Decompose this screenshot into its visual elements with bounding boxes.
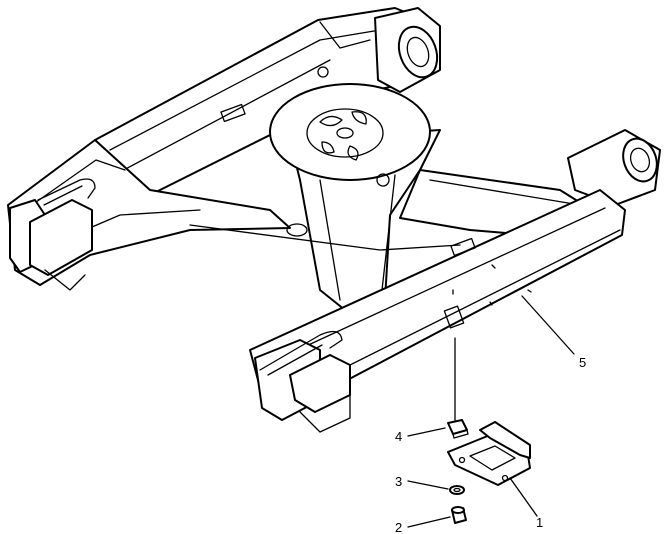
leader-2 xyxy=(407,516,451,528)
leader-5 xyxy=(521,295,575,355)
turntable-plate xyxy=(269,83,431,181)
leader-lines xyxy=(407,295,575,528)
part-3-washer xyxy=(449,485,465,495)
callout-5: 5 xyxy=(579,355,586,370)
callout-2: 2 xyxy=(395,520,402,534)
front-beam xyxy=(189,189,626,406)
left-arm xyxy=(7,139,291,291)
track-frame xyxy=(7,7,661,433)
rear-arm xyxy=(94,7,441,196)
part-4-plate xyxy=(447,419,469,439)
part-2-bolt xyxy=(451,506,467,524)
callout-1: 1 xyxy=(536,515,543,530)
part-1-guard xyxy=(447,421,531,486)
front-beam-end xyxy=(254,330,351,433)
leader-1 xyxy=(509,477,538,517)
callout-3: 3 xyxy=(395,474,402,489)
leader-3 xyxy=(407,480,449,490)
callout-labels: 4 3 2 1 5 xyxy=(395,355,586,534)
mounting-slot xyxy=(443,305,465,329)
leader-4 xyxy=(407,427,446,437)
callout-4: 4 xyxy=(395,429,402,444)
